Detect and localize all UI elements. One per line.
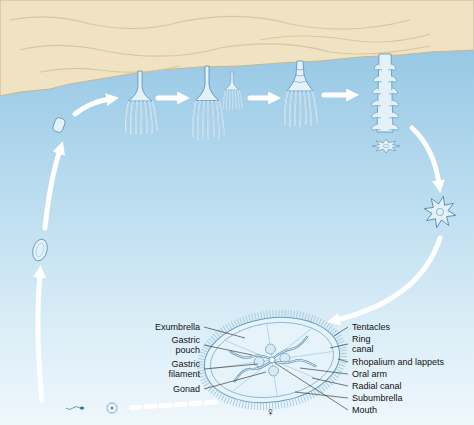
part-label: Mouth bbox=[352, 405, 377, 415]
part-label: Gastric filament bbox=[160, 359, 200, 379]
part-label: Oral arm bbox=[352, 369, 387, 379]
sex-symbol: ♀ bbox=[266, 405, 275, 419]
part-label: Rhopalium and lappets bbox=[352, 357, 444, 367]
part-label: Gonad bbox=[173, 384, 200, 394]
part-label: Gastric pouch bbox=[160, 335, 200, 355]
part-label: Ring canal bbox=[352, 334, 386, 354]
part-label: Exumbrella bbox=[155, 322, 200, 332]
part-label: Tentacles bbox=[352, 322, 390, 332]
part-label: Subumbrella bbox=[352, 393, 403, 403]
part-label: Radial canal bbox=[352, 381, 402, 391]
